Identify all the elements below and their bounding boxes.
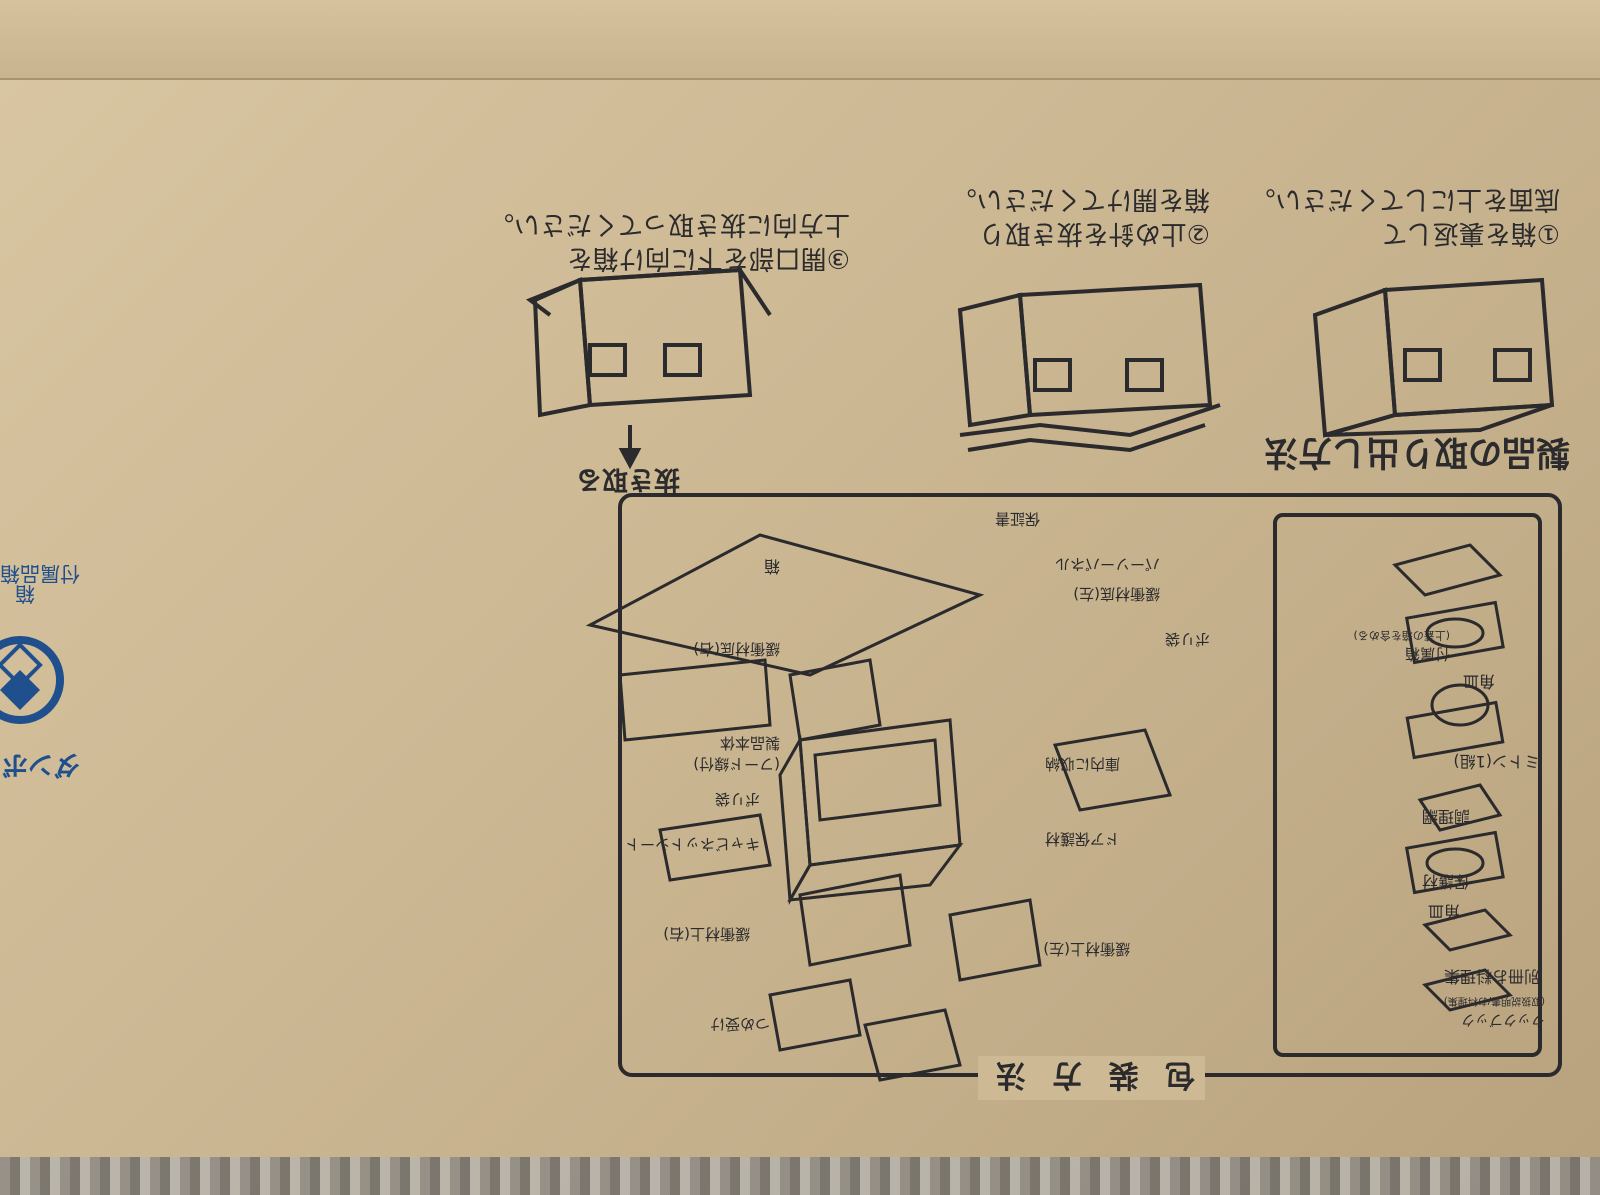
main-unit-illustration	[585, 533, 1173, 1082]
accessory-items	[1392, 543, 1513, 1012]
brand-accessory-label: 付属品箱	[0, 562, 80, 586]
step-3-box-illustration	[525, 267, 772, 418]
accessory-subframe	[1273, 513, 1542, 1057]
step-2-box-illustration	[957, 282, 1221, 453]
step-1-box-illustration	[1312, 277, 1555, 438]
brand-name: ダンボール	[0, 749, 80, 779]
bubble-wrap	[0, 1157, 1600, 1195]
